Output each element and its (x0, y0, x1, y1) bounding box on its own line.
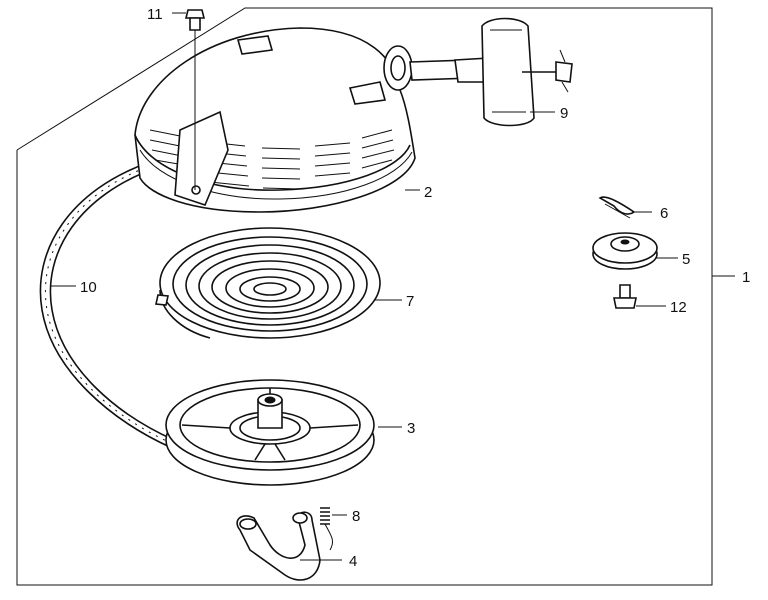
callout-7: 7 (406, 293, 414, 310)
assembly-frame (16, 7, 735, 586)
callout-9: 9 (560, 105, 568, 122)
setting-bolt-12 (613, 284, 637, 309)
recoil-spring (155, 227, 381, 339)
callout-3: 3 (407, 420, 415, 437)
callout-leaders (50, 12, 678, 561)
starter-ratchet (236, 511, 321, 581)
callout-11: 11 (147, 6, 163, 23)
callout-5: 5 (682, 251, 690, 268)
callout-1: 1 (742, 269, 750, 286)
callout-6: 6 (660, 205, 668, 222)
ratchet-guide (592, 232, 658, 270)
callout-8: 8 (352, 508, 360, 525)
callout-2: 2 (424, 184, 432, 201)
starter-case (134, 27, 416, 213)
callout-10: 10 (80, 279, 97, 296)
callout-4: 4 (349, 553, 357, 570)
ratchet-spring (320, 507, 333, 551)
starter-pulley (165, 379, 375, 486)
starter-grip (409, 17, 573, 127)
cotter-pin (598, 196, 636, 219)
starter-rope (39, 161, 175, 449)
callout-12: 12 (670, 299, 687, 316)
flange-bolt-11 (184, 9, 206, 190)
